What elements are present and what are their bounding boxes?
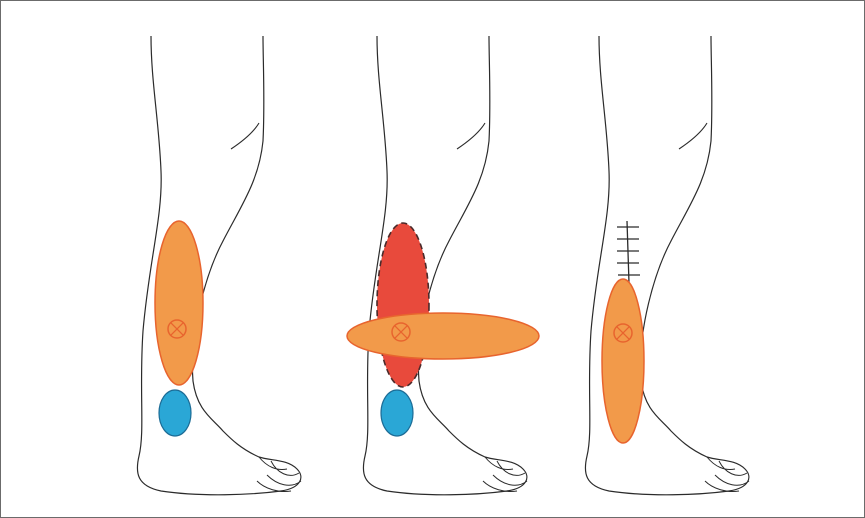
defect-blue-1	[159, 390, 191, 436]
flap-1	[155, 221, 203, 385]
sutured-donor-site-3	[617, 221, 640, 283]
inset-flap-3	[602, 279, 644, 443]
panel-3	[585, 36, 749, 495]
knee-crease-2	[457, 123, 485, 149]
defect-blue-2	[381, 390, 413, 436]
defect-red-2	[377, 223, 429, 387]
rotated-flap-2	[347, 313, 539, 359]
knee-crease-3	[679, 123, 707, 149]
panel-2	[347, 36, 539, 495]
panel-1	[137, 36, 301, 495]
knee-crease-1	[231, 123, 259, 149]
